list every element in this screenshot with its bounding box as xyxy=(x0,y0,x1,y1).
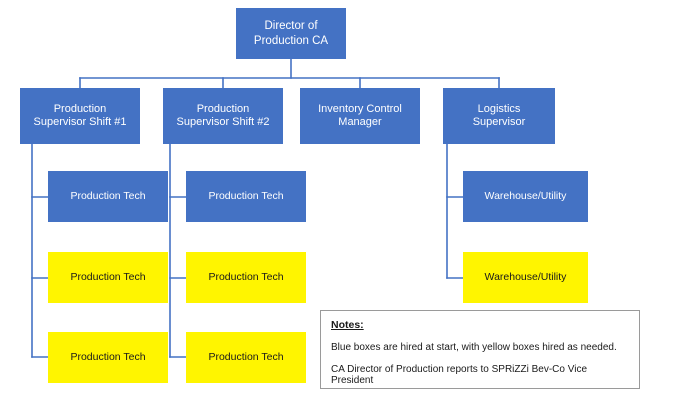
org-node-label: Production Supervisor Shift #2 xyxy=(176,102,270,128)
org-node-logistics-supervisor[interactable]: Logistics Supervisor xyxy=(443,88,555,144)
org-node-label: Production Tech xyxy=(208,351,284,364)
org-node-label: Director of Production CA xyxy=(253,20,329,47)
org-node-prod-tech-s2-3[interactable]: Production Tech xyxy=(186,332,306,383)
org-node-prod-tech-s2-2[interactable]: Production Tech xyxy=(186,252,306,303)
org-node-label: Production Tech xyxy=(208,271,284,284)
org-node-label: Production Tech xyxy=(70,190,146,203)
org-node-inventory-control-manager[interactable]: Inventory Control Manager xyxy=(300,88,420,144)
org-node-label: Logistics Supervisor xyxy=(472,102,526,128)
org-node-label: Production Supervisor Shift #1 xyxy=(33,102,127,128)
org-node-prod-sup-shift-1[interactable]: Production Supervisor Shift #1 xyxy=(20,88,140,144)
org-node-label: Warehouse/Utility xyxy=(484,190,567,203)
notes-box: Notes: Blue boxes are hired at start, wi… xyxy=(320,310,640,389)
org-node-label: Production Tech xyxy=(208,190,284,203)
notes-line: CA Director of Production reports to SPR… xyxy=(331,364,588,386)
org-node-label: Inventory Control Manager xyxy=(318,102,402,128)
org-node-label: Warehouse/Utility xyxy=(484,271,567,284)
org-node-prod-tech-s1-3[interactable]: Production Tech xyxy=(48,332,168,383)
org-node-warehouse-utility-1[interactable]: Warehouse/Utility xyxy=(463,171,588,222)
org-node-prod-sup-shift-2[interactable]: Production Supervisor Shift #2 xyxy=(163,88,283,144)
org-node-label: Production Tech xyxy=(70,271,146,284)
org-node-prod-tech-s2-1[interactable]: Production Tech xyxy=(186,171,306,222)
org-node-prod-tech-s1-1[interactable]: Production Tech xyxy=(48,171,168,222)
org-node-warehouse-utility-2[interactable]: Warehouse/Utility xyxy=(463,252,588,303)
org-node-prod-tech-s1-2[interactable]: Production Tech xyxy=(48,252,168,303)
org-node-label: Production Tech xyxy=(70,351,146,364)
org-node-director[interactable]: Director of Production CA xyxy=(236,8,346,59)
notes-line: Blue boxes are hired at start, with yell… xyxy=(331,342,617,353)
notes-title: Notes: xyxy=(331,319,364,331)
